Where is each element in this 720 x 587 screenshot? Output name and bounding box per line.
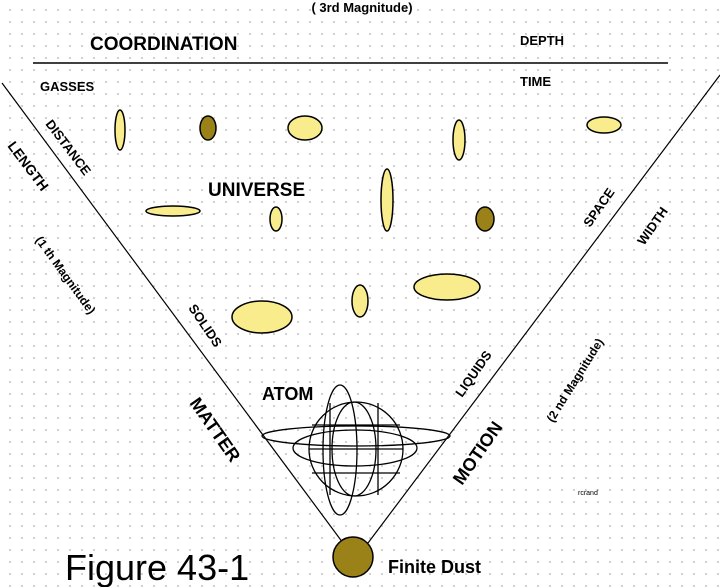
matter-label: MATTER [186, 394, 245, 466]
space-label: SPACE [580, 185, 618, 230]
small-note: rcrand [578, 490, 598, 497]
right-cone-line [367, 74, 720, 544]
body-ellipse [269, 206, 283, 232]
figure-caption: Figure 43-1 [65, 547, 249, 587]
width-label: WIDTH [634, 204, 671, 248]
body-ellipse [231, 300, 293, 334]
body-ellipse [145, 205, 201, 217]
first-magnitude-label: (1 th Magnitude) [33, 234, 99, 317]
third-magnitude-label: ( 3rd Magnitude) [311, 0, 412, 15]
liquids-label: LIQUIDS [452, 348, 495, 400]
finite-dust-sphere [332, 536, 374, 578]
motion-label: MOTION [449, 418, 507, 488]
body-ellipse [586, 116, 622, 134]
atom-label: ATOM [262, 384, 313, 404]
body-ellipse [287, 115, 323, 141]
body-ellipse [114, 109, 126, 151]
solids-label: SOLIDS [186, 301, 226, 350]
body-ellipse [351, 284, 369, 318]
body-ellipse [475, 206, 495, 232]
time-label: TIME [520, 74, 551, 89]
left-cone-line [1, 82, 344, 544]
body-ellipse [413, 273, 481, 301]
depth-label: DEPTH [520, 33, 564, 48]
universe-label: UNIVERSE [208, 180, 305, 201]
body-ellipse [452, 119, 466, 161]
second-magnitude-label: (2 nd Magnitude) [544, 336, 607, 425]
body-ellipse [199, 115, 217, 141]
atom-sphere [261, 384, 451, 516]
celestial-bodies [114, 109, 622, 334]
body-ellipse [380, 168, 394, 232]
finite-dust-label: Finite Dust [388, 557, 481, 577]
coordination-label: COORDINATION [90, 34, 237, 55]
length-label: LENGTH [5, 138, 52, 194]
gasses-label: GASSES [40, 79, 95, 94]
